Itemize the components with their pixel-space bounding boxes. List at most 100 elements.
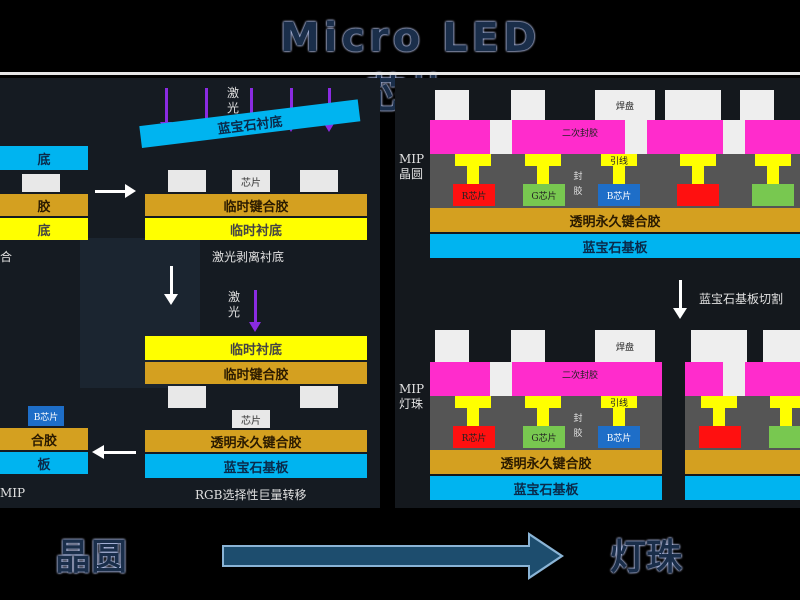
pad: 焊盘 (595, 330, 655, 362)
gap (490, 362, 512, 396)
pad (435, 330, 469, 362)
big-arrow-head (530, 536, 560, 576)
sapphire-base (685, 476, 800, 500)
secondary-glue-label: 二次封胶 (561, 128, 598, 139)
secondary-glue-label: 二次封胶 (561, 370, 598, 381)
lead (455, 396, 491, 408)
gap (625, 120, 647, 154)
lead: 引线 (601, 154, 637, 167)
stage5-chip: B芯片 (28, 406, 64, 426)
flow-arrow-head (673, 308, 687, 319)
red-chip: R芯片 (453, 426, 495, 448)
stage2-chip (168, 170, 206, 192)
stage3-glue: 临时键合胶 (145, 362, 367, 384)
red-chip: R芯片 (453, 184, 495, 206)
stage5-base: 板 (0, 452, 88, 474)
stage2-laser-label: 激光 (226, 86, 239, 115)
permanent-glue (685, 450, 800, 474)
green-chip: G芯片 (523, 426, 565, 448)
title-divider (0, 72, 800, 75)
lead (770, 396, 800, 408)
lead (680, 154, 716, 166)
stage1-glue: 胶 (0, 194, 88, 216)
lead (525, 154, 561, 166)
laser-arrow (160, 88, 172, 132)
lead: 引线 (601, 396, 637, 409)
lead (455, 154, 491, 166)
stage2-temp: 临时衬底 (145, 218, 367, 240)
encap-label: 封胶 (573, 414, 583, 439)
stage4-caption: RGB选择性巨量转移 (195, 488, 307, 502)
stage5-caption: MIP (0, 486, 26, 500)
permanent-glue: 透明永久键合胶 (430, 450, 662, 474)
flow-arrow (170, 266, 173, 296)
sapphire-base: 蓝宝石基板 (430, 476, 662, 500)
stage4-chip: 芯片 (232, 410, 270, 428)
lead (713, 408, 725, 426)
pad (763, 330, 800, 362)
flow-arrow (679, 280, 682, 310)
process-arrow (222, 545, 532, 567)
green-chip (752, 184, 794, 206)
blue-chip: B芯片 (598, 426, 640, 448)
flow-arrow-head (164, 294, 178, 305)
process-panel-right: MIP晶圆 焊盘 二次封胶 封胶 引线 R芯片 G芯片 B芯片 透明永久键合胶 … (395, 78, 800, 508)
stage4-sapphire: 蓝宝石基板 (145, 454, 367, 478)
stage1-temp: 底 (0, 218, 88, 240)
mip-wafer-label: MIP晶圆 (399, 152, 425, 181)
secondary-encapsulation (430, 362, 662, 396)
stage3-chip (168, 386, 206, 408)
red-chip (699, 426, 741, 448)
stage1-substrate: 底 (0, 146, 88, 170)
lead (780, 408, 792, 426)
gap (723, 362, 745, 396)
stage3-chip (300, 386, 338, 408)
stage3-laser-label: 激光 (227, 290, 240, 319)
pad (511, 90, 545, 120)
pad (665, 90, 721, 120)
process-panel-left: 底 胶 底 合 激光 蓝宝石衬底 芯片 临时键合胶 临时衬底 激光剥离衬底 激光… (0, 78, 380, 508)
stage1-chip (22, 174, 60, 192)
pad (740, 90, 774, 120)
red-chip (677, 184, 719, 206)
blue-chip: B芯片 (598, 184, 640, 206)
flow-arrow-head (92, 445, 104, 459)
lead (767, 166, 779, 184)
lead (613, 408, 625, 426)
page-title: Micro LED芯片 (279, 15, 541, 117)
gap (723, 120, 745, 154)
flow-arrow (95, 190, 125, 193)
pad (435, 90, 469, 120)
lead (692, 166, 704, 184)
lead (537, 408, 549, 426)
bead-label: 灯珠 (610, 537, 683, 578)
permanent-glue: 透明永久键合胶 (430, 208, 800, 232)
green-chip: G芯片 (523, 184, 565, 206)
pad (511, 330, 545, 362)
stage3-temp: 临时衬底 (145, 336, 367, 360)
lead (467, 166, 479, 184)
lead (525, 396, 561, 408)
stage5-glue: 合胶 (0, 428, 88, 450)
lead (613, 166, 625, 184)
stage2-chip: 芯片 (232, 170, 270, 192)
flow-arrow-head (125, 184, 136, 198)
pad: 焊盘 (595, 90, 655, 120)
lead (701, 396, 737, 408)
green-chip (769, 426, 800, 448)
encap-label: 封胶 (573, 172, 583, 197)
lead (467, 408, 479, 426)
stage2-chip (300, 170, 338, 192)
wafer-label: 晶圆 (55, 537, 128, 578)
lead (537, 166, 549, 184)
flow-arrow (104, 451, 136, 454)
stage1-caption: 合 (0, 250, 13, 264)
laser-arrow (249, 290, 261, 332)
mip-bead-label: MIP灯珠 (399, 382, 425, 411)
stage4-glue: 透明永久键合胶 (145, 430, 367, 452)
stage2-caption: 激光剥离衬底 (212, 250, 285, 264)
sapphire-base: 蓝宝石基板 (430, 234, 800, 258)
gap (490, 120, 512, 154)
lead (755, 154, 791, 166)
pad (691, 330, 747, 362)
